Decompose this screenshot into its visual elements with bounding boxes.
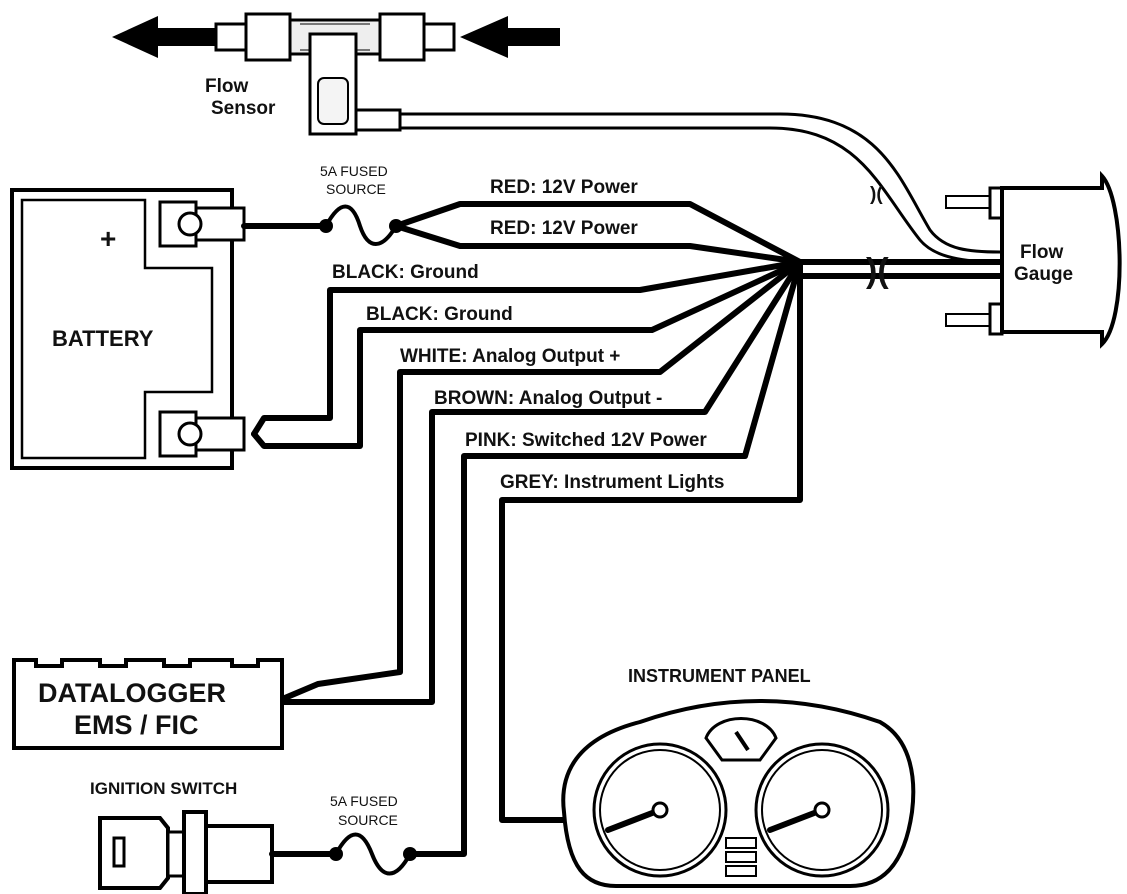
- flow-gauge-label-line2: Gauge: [1014, 264, 1073, 285]
- instrument-panel-label: INSTRUMENT PANEL: [628, 666, 811, 686]
- wire-label-red-2: RED: 12V Power: [490, 218, 638, 239]
- battery: + BATTERY: [10, 188, 246, 470]
- battery-label: BATTERY: [52, 326, 154, 351]
- ignition-key-icon: [98, 816, 170, 890]
- svg-text:)(: )(: [870, 184, 883, 205]
- ignition-switch: IGNITION SWITCH: [90, 779, 339, 894]
- flow-sensor-label-line2: Sensor: [211, 98, 276, 119]
- fuse-top-label-line1: 5A FUSED: [320, 163, 388, 179]
- wire-label-pink: PINK: Switched 12V Power: [465, 430, 707, 451]
- wire-label-black-2: BLACK: Ground: [366, 304, 513, 325]
- instrument-panel: INSTRUMENT PANEL: [561, 666, 916, 888]
- fuse-bottom-label-line2: SOURCE: [338, 812, 398, 828]
- datalogger-label-line1: DATALOGGER: [38, 678, 226, 708]
- svg-text:)(: )(: [866, 252, 889, 290]
- flow-sensor-label-line1: Flow: [205, 76, 248, 97]
- flow-sensor: Flow Sensor: [112, 12, 560, 136]
- wire-label-red-1: RED: 12V Power: [490, 177, 638, 198]
- wire-label-grey: GREY: Instrument Lights: [500, 472, 724, 493]
- fuse-bottom-label-line1: 5A FUSED: [330, 793, 398, 809]
- datalogger-label-line2: EMS / FIC: [74, 710, 199, 740]
- wire-label-brown: BROWN: Analog Output -: [434, 388, 662, 409]
- ignition-switch-label: IGNITION SWITCH: [90, 779, 237, 798]
- battery-plus-icon: +: [100, 223, 116, 254]
- datalogger: DATALOGGER EMS / FIC: [12, 658, 284, 750]
- fuse-bottom: 5A FUSED SOURCE: [329, 793, 417, 876]
- battery-positive-terminal: [158, 200, 246, 248]
- flow-arrow-right-icon: [460, 16, 560, 58]
- sensor-cable: [400, 112, 1001, 254]
- flow-gauge: Flow Gauge: [945, 170, 1122, 349]
- wire-label-white: WHITE: Analog Output +: [400, 346, 620, 367]
- flow-arrow-left-icon: [112, 16, 218, 58]
- wire-harness: )( RED: 12V Power RED: 12V Power BLACK: …: [251, 177, 1003, 857]
- wire-label-black-1: BLACK: Ground: [332, 262, 479, 283]
- flow-gauge-label-line1: Flow: [1020, 242, 1063, 263]
- fuse-top: 5A FUSED SOURCE: [241, 163, 403, 246]
- fuse-top-label-line2: SOURCE: [326, 181, 386, 197]
- battery-negative-terminal: [158, 410, 246, 458]
